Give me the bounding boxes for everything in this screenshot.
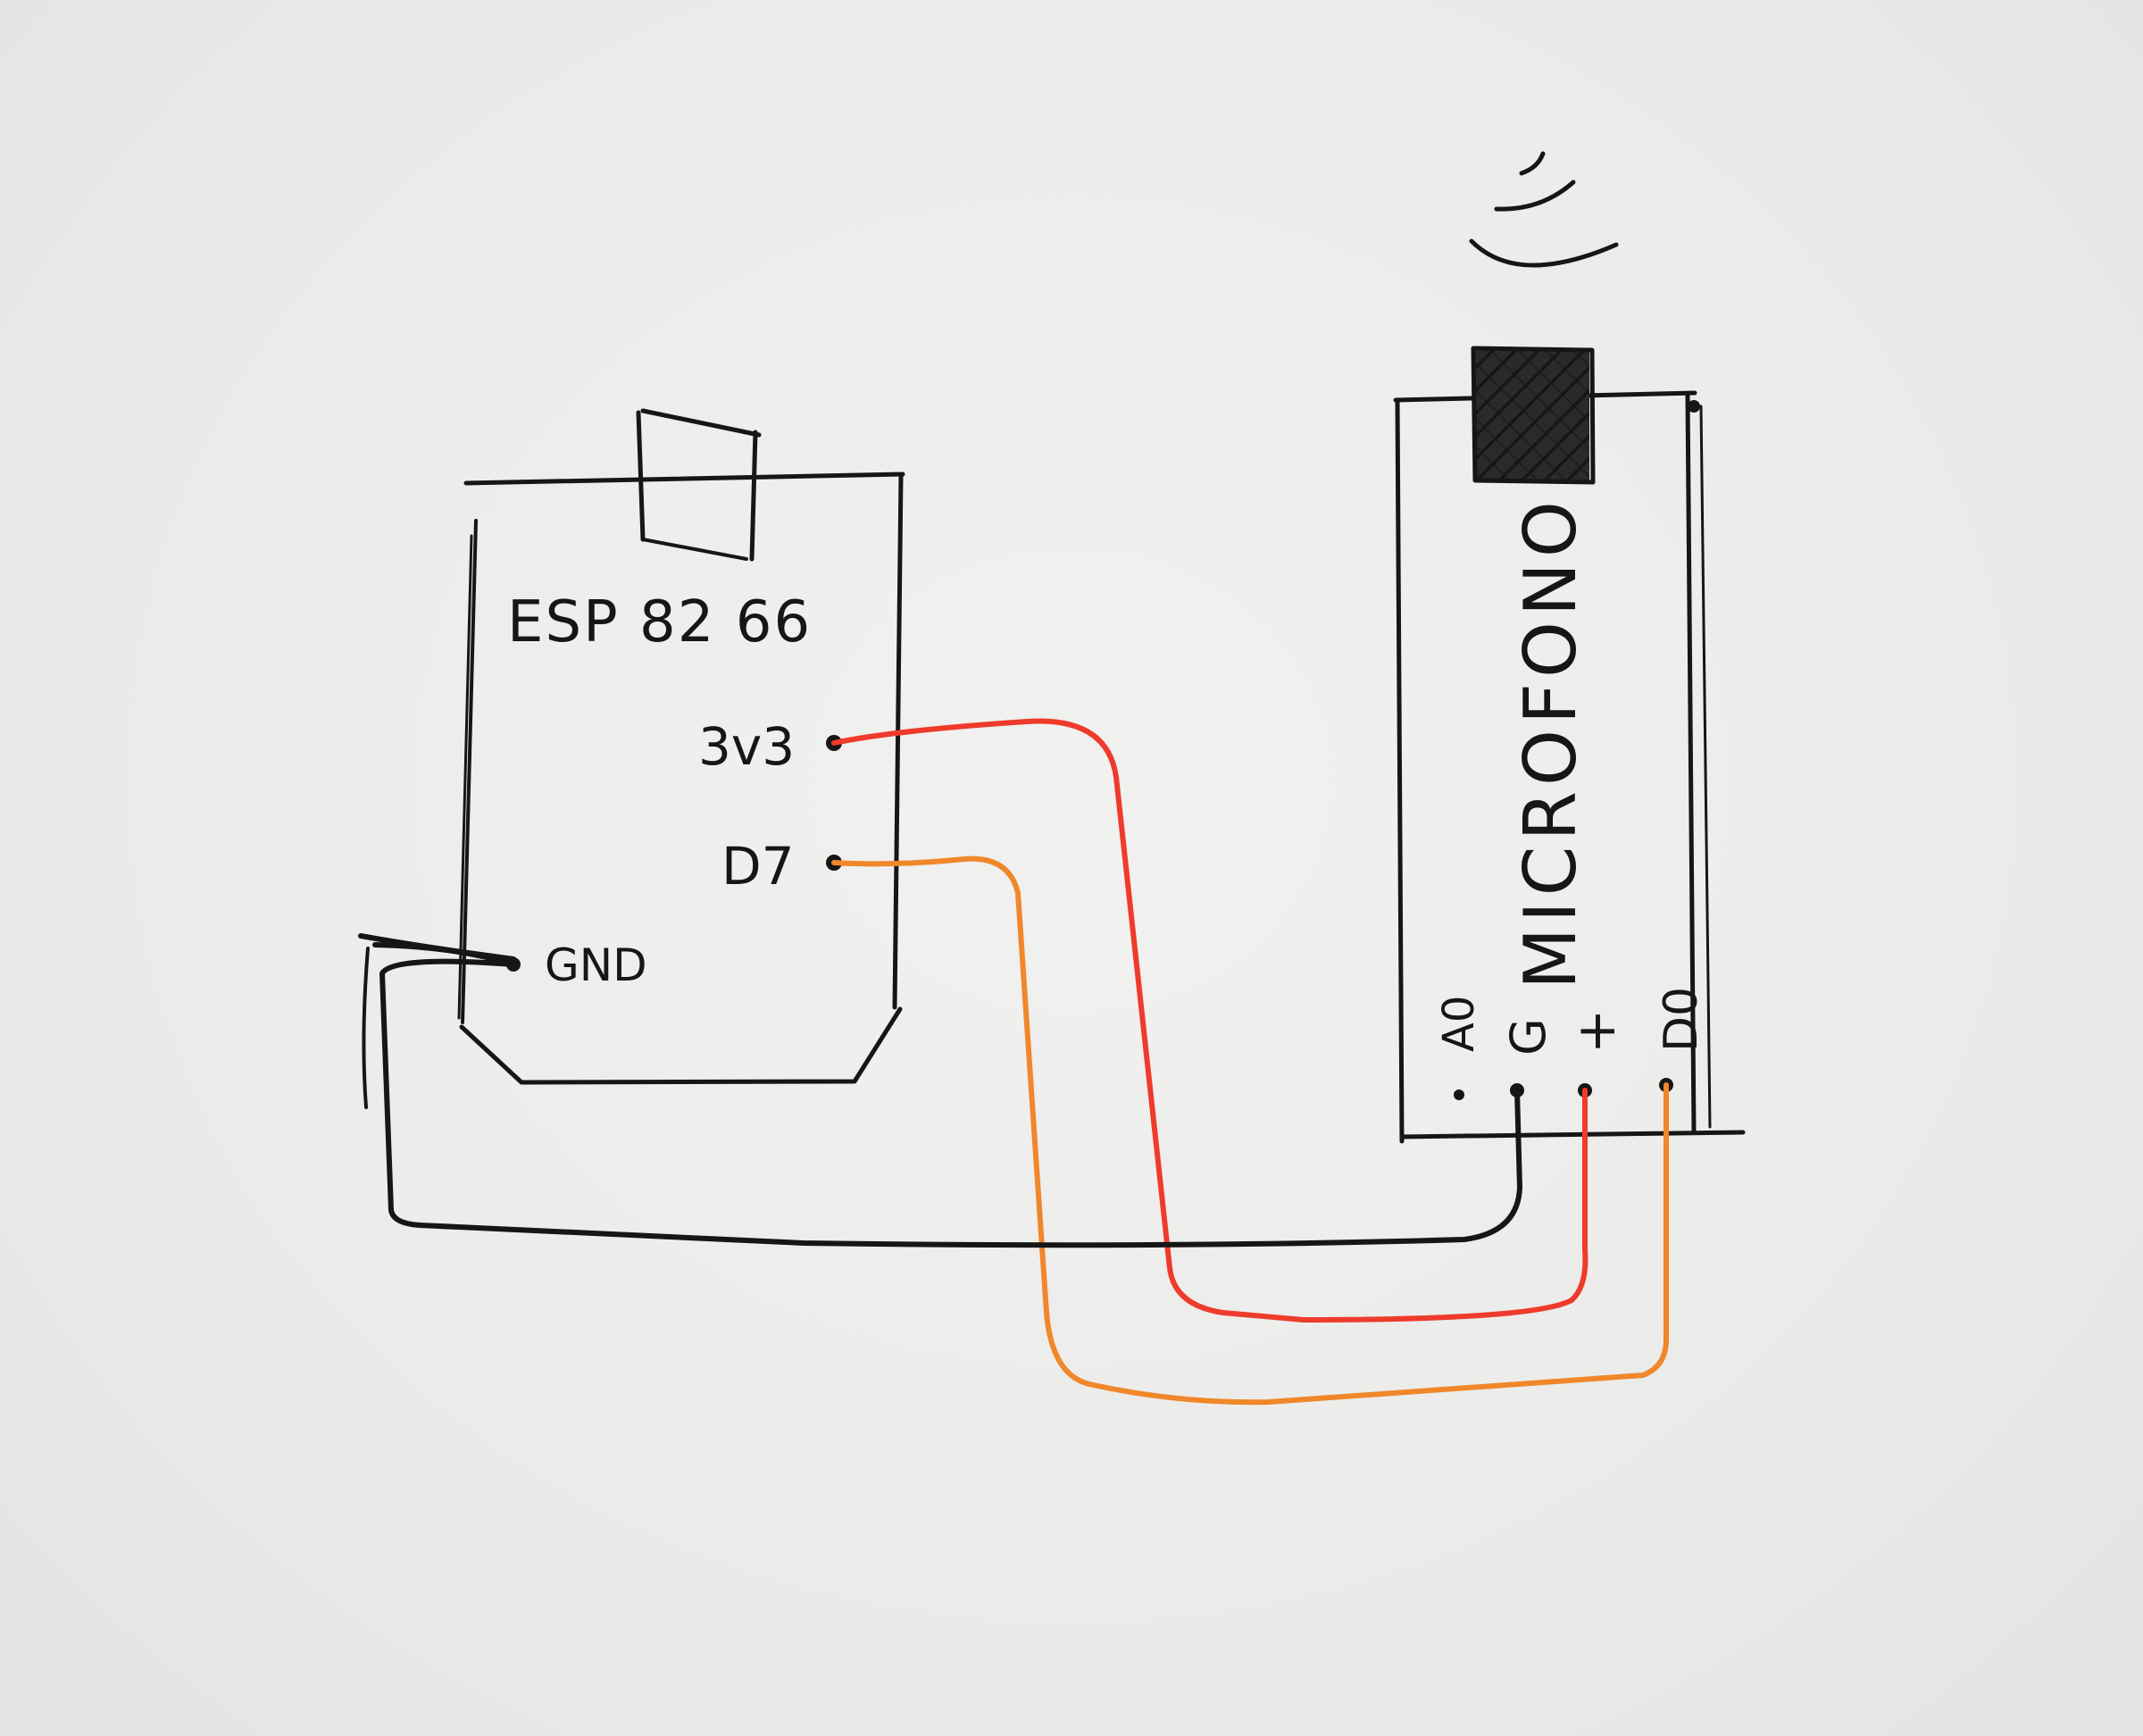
esp-pin-3v3: 3v3: [698, 716, 842, 777]
esp-antenna-block: [636, 408, 762, 562]
mic-pin-a0: A0: [1434, 996, 1484, 1100]
pin-dot-a0: [1454, 1089, 1464, 1100]
esp-pin-d7: D7: [721, 836, 842, 897]
mic-pin-d0: D0: [1655, 987, 1708, 1092]
pin-label-a0: A0: [1434, 996, 1484, 1052]
esp8266-board: [457, 472, 905, 1085]
pin-label-gnd: GND: [545, 939, 647, 991]
esp-title: ESP 82 66: [507, 589, 812, 655]
wire-3v3-to-plus: [831, 718, 1588, 1323]
wire-d7-to-d0: [831, 855, 1669, 1406]
pin-label-g: G: [1500, 1018, 1556, 1056]
pin-label-plus: +: [1565, 1009, 1628, 1054]
pin-label-d0: D0: [1655, 987, 1708, 1052]
esp-pin-gnd: GND: [506, 939, 647, 991]
mic-pin-plus: +: [1565, 1009, 1628, 1098]
sound-waves-icon: [1469, 151, 1619, 268]
microphone-capsule: [1471, 346, 1596, 485]
pin-label-3v3: 3v3: [698, 716, 795, 777]
pin-label-d7: D7: [721, 836, 795, 897]
mic-pin-g: G: [1500, 1018, 1556, 1098]
mic-title: MICROFONO: [1509, 496, 1592, 989]
wire-gnd-to-g: [358, 933, 1522, 1248]
